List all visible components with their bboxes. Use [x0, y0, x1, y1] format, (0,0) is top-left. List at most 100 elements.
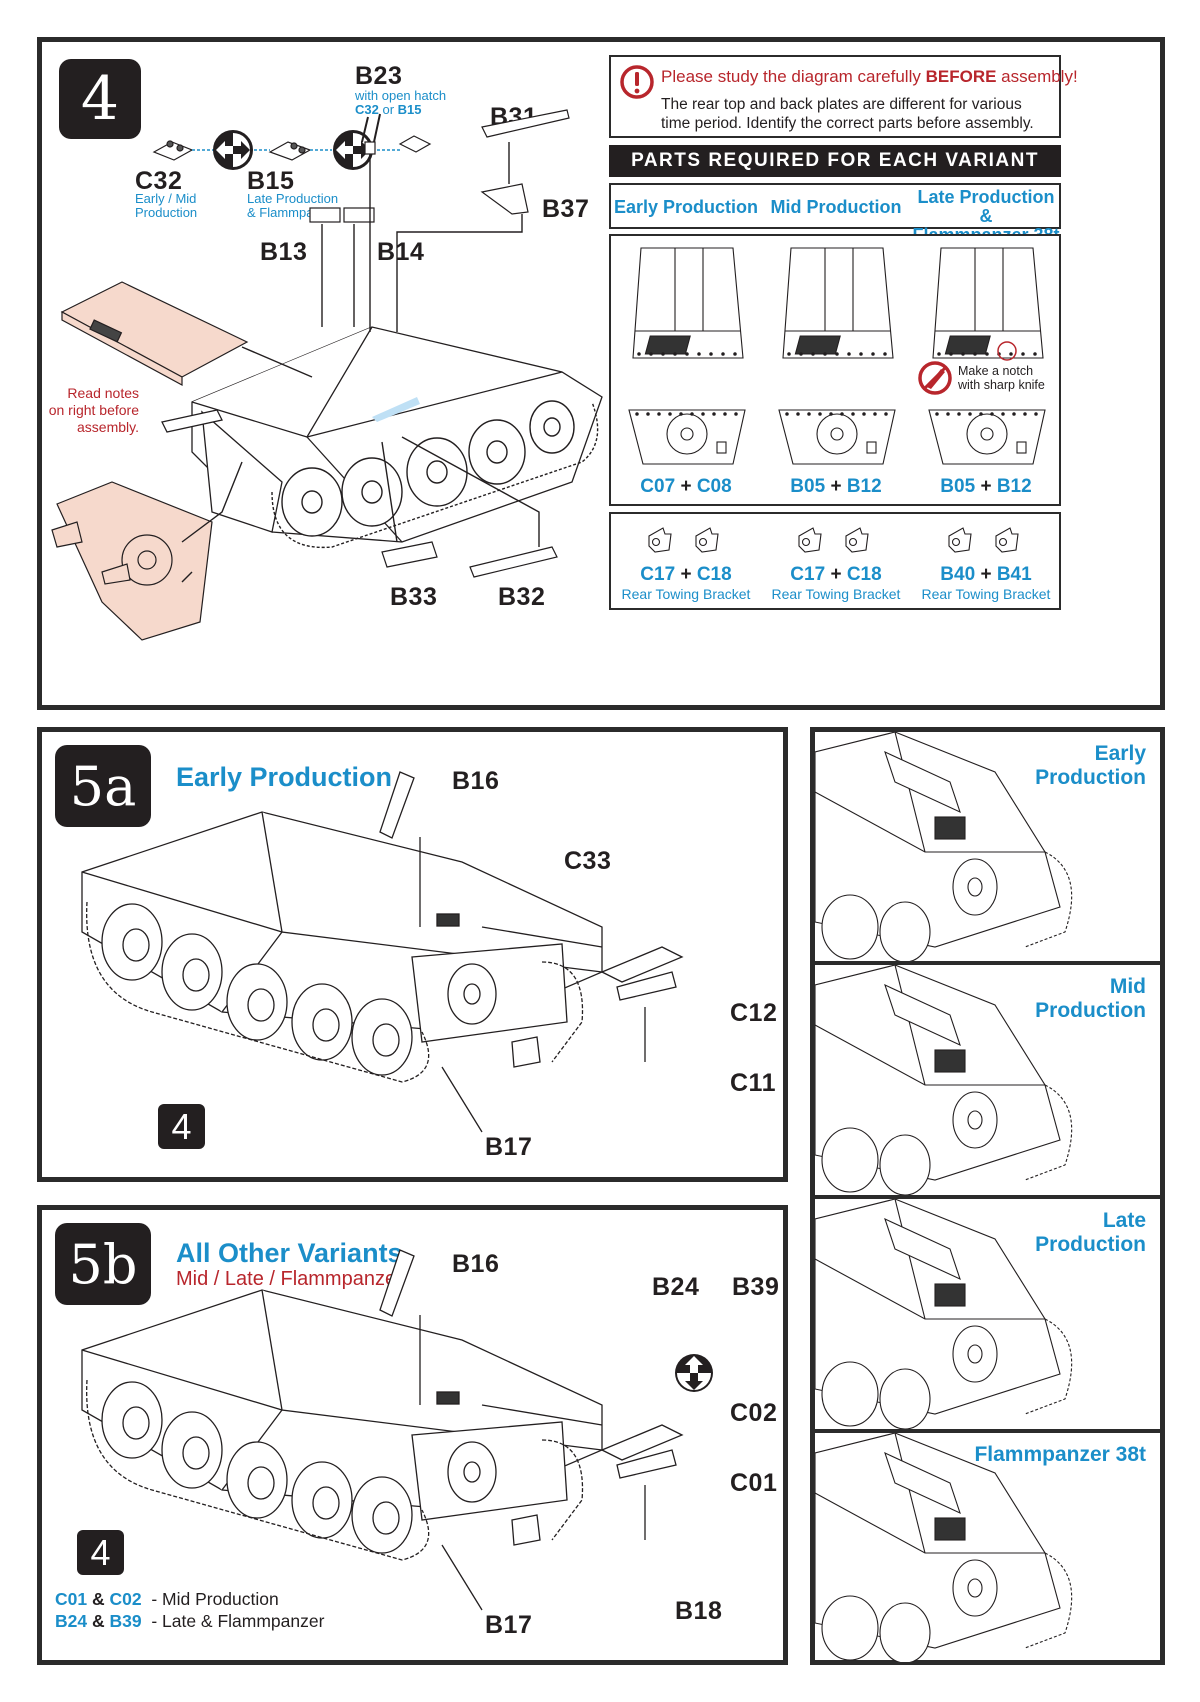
bracket-hole	[951, 537, 961, 547]
bracket-outline	[695, 527, 719, 553]
back-plate	[628, 409, 746, 465]
part-label-c33: C33	[564, 847, 612, 875]
variant-preview-title: Flammpanzer 38t	[974, 1443, 1146, 1467]
thumb-body	[815, 1433, 1073, 1662]
wheel-hub	[122, 928, 150, 962]
knife-notch-icon	[918, 361, 952, 395]
rivet	[685, 352, 689, 356]
warning-headline-emphasis: BEFORE	[925, 67, 997, 86]
plates-box: Make a notch with sharp knife C07 + C08 …	[609, 234, 1061, 506]
tank-hull-illustration	[51, 109, 603, 641]
b23-ref-c32: C32	[355, 102, 379, 117]
rivet	[734, 412, 738, 416]
tank-rear-closeup	[815, 1199, 1073, 1429]
rivet	[787, 352, 791, 356]
towing-bracket	[798, 527, 822, 553]
variant-heading-mid: Mid Production	[761, 198, 911, 217]
hub	[967, 1110, 983, 1130]
part-label-b37: B37	[542, 195, 590, 223]
rivet	[807, 412, 811, 416]
step-number-badge: 4	[59, 59, 141, 139]
tank-rear-illustration	[81, 1249, 684, 1611]
rivet	[1012, 412, 1016, 416]
rivet	[949, 352, 953, 356]
legend-amp: &	[87, 1611, 110, 1631]
variant-preview-flammpanzer: Flammpanzer 38t	[815, 1433, 1160, 1662]
plus-sign: +	[830, 476, 842, 497]
bracket-outline	[995, 527, 1019, 553]
arrow-line	[481, 926, 603, 948]
rivet	[701, 412, 705, 416]
wheel-hub	[182, 1436, 210, 1470]
spare-track	[379, 771, 415, 839]
c32-note-line: Early / Mid	[135, 191, 197, 206]
rivet	[859, 352, 863, 356]
part-label-b32: B32	[498, 583, 546, 611]
sprocket	[879, 1368, 931, 1429]
rivet	[973, 352, 977, 356]
rivet	[1009, 352, 1013, 356]
reference-step-number: 4	[90, 1531, 111, 1573]
wheel-hub	[312, 1486, 340, 1520]
plus-sign: +	[830, 564, 842, 585]
arrow-line	[481, 1404, 603, 1426]
swap-arrow-icon	[213, 130, 253, 170]
read-notes-text: Read notes on right before assembly.	[47, 385, 139, 436]
spare-track	[884, 1451, 961, 1515]
tow-combo-late: B40 + B41	[911, 564, 1061, 586]
part-id: B05	[790, 476, 826, 497]
bracket-hole	[698, 537, 708, 547]
hub	[967, 877, 983, 897]
hull-edge	[894, 965, 926, 1086]
step-5a-title: Early Production	[176, 762, 393, 792]
part-label-b17: B17	[485, 1133, 533, 1161]
rivet	[796, 412, 800, 416]
rivet	[961, 352, 965, 356]
back-plate	[928, 409, 1046, 465]
part-label-b33: B33	[390, 583, 438, 611]
rivet	[823, 352, 827, 356]
b15-note-line: Late Production	[247, 191, 339, 206]
part-label-b14: B14	[377, 238, 425, 266]
rivet	[871, 352, 875, 356]
rivet	[646, 412, 650, 416]
engine-grille	[934, 1517, 966, 1541]
towing-bracket	[695, 527, 719, 553]
sprocket	[879, 1602, 931, 1662]
tow-label-late: Rear Towing Bracket	[921, 586, 1051, 602]
warning-headline-text: Please study the diagram carefully	[661, 67, 926, 86]
legend-amp: &	[87, 1589, 110, 1609]
part-label-b18: B18	[675, 1597, 723, 1625]
engine-grille	[436, 1391, 460, 1405]
part-label-b23: B23	[355, 62, 403, 90]
exhaust-mount	[600, 946, 684, 983]
thumb-body	[815, 732, 1073, 961]
bracket-hole	[848, 537, 858, 547]
warning-headline-text: assembly!	[996, 67, 1078, 86]
exhaust-part	[616, 1449, 677, 1479]
b23-or: or	[378, 102, 398, 117]
bracket-outline	[648, 527, 672, 553]
c32-note: Early / Mid Production	[135, 192, 197, 220]
read-notes-line: assembly.	[77, 419, 139, 435]
wheel-hub	[372, 1023, 400, 1057]
variant-preview-title-line: Early	[1094, 742, 1146, 765]
part-id: B41	[996, 564, 1032, 585]
tow-socket	[716, 441, 727, 454]
wheel-hub	[247, 988, 275, 1022]
plus-sign: +	[680, 476, 692, 497]
wheel-hub	[182, 958, 210, 992]
top-plate	[932, 247, 1044, 359]
plates-illustrations	[628, 247, 1046, 465]
engine-grille	[794, 335, 841, 355]
wheel-hub	[312, 1008, 340, 1042]
variant-preview-title-line: Flammpanzer 38t	[974, 1443, 1146, 1466]
rivet	[799, 352, 803, 356]
assembly-arrows	[419, 1315, 646, 1611]
part-id: C18	[696, 564, 732, 585]
rivet	[979, 412, 983, 416]
hub	[830, 427, 844, 441]
